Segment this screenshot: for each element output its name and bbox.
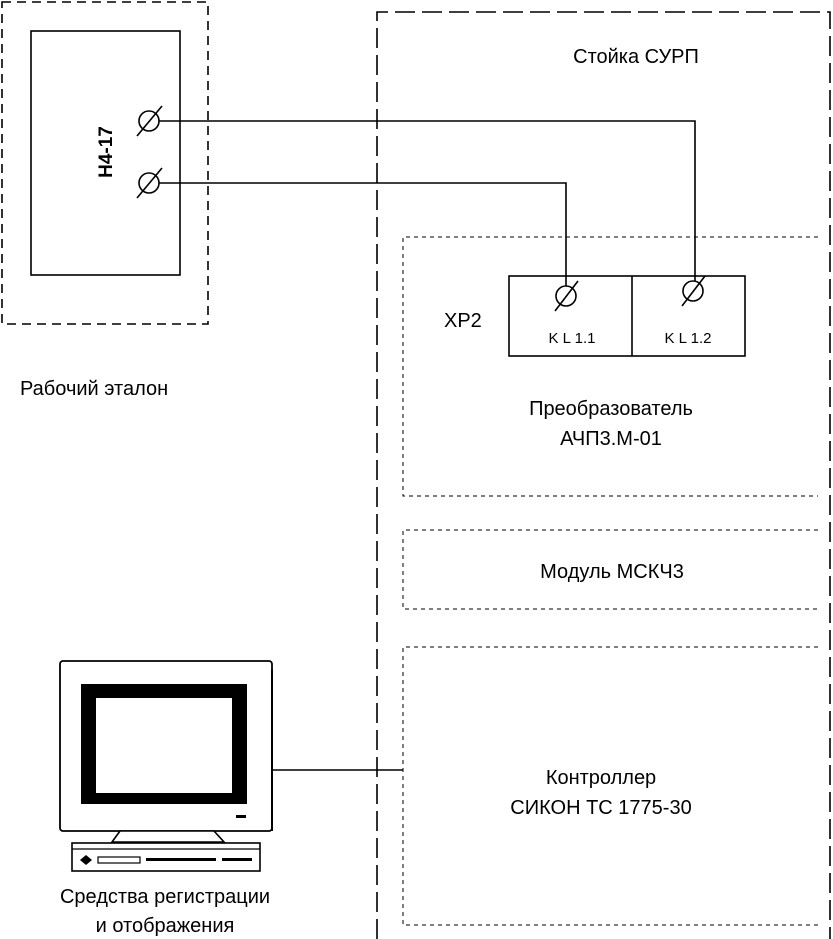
rack-boundary xyxy=(376,11,831,939)
terminal-label-1: K L 1.1 xyxy=(549,330,596,347)
connector-terminal-2 xyxy=(681,275,706,307)
instrument-h4-17-label: Н4-17 xyxy=(96,126,117,178)
standard-caption: Рабочий эталон xyxy=(20,378,168,400)
connector-label: ХР2 xyxy=(444,310,482,332)
instrument-terminal-1 xyxy=(136,105,163,137)
connector-xp2-block xyxy=(508,275,746,357)
terminal-label-2: K L 1.2 xyxy=(665,330,712,347)
converter-name: Преобразователь xyxy=(529,398,693,420)
converter-model: АЧП3.М-01 xyxy=(560,428,662,450)
controller-model: СИКОН ТС 1775-30 xyxy=(510,797,691,819)
instrument-h4-17-box xyxy=(30,30,181,276)
instrument-terminal-2 xyxy=(136,167,163,199)
pc-caption-line1: Средства регистрации xyxy=(60,886,270,908)
wire-upper xyxy=(159,120,696,281)
module-label: Модуль МСКЧ3 xyxy=(540,561,684,583)
wire-lower xyxy=(159,182,567,286)
working-standard-boundary xyxy=(1,1,209,325)
converter-box xyxy=(402,236,818,497)
rack-title: Стойка СУРП xyxy=(573,46,699,68)
computer-icon xyxy=(59,660,273,872)
pc-caption-line2: и отображения xyxy=(96,915,235,937)
controller-name: Контроллер xyxy=(546,767,656,789)
controller-box xyxy=(402,646,818,926)
